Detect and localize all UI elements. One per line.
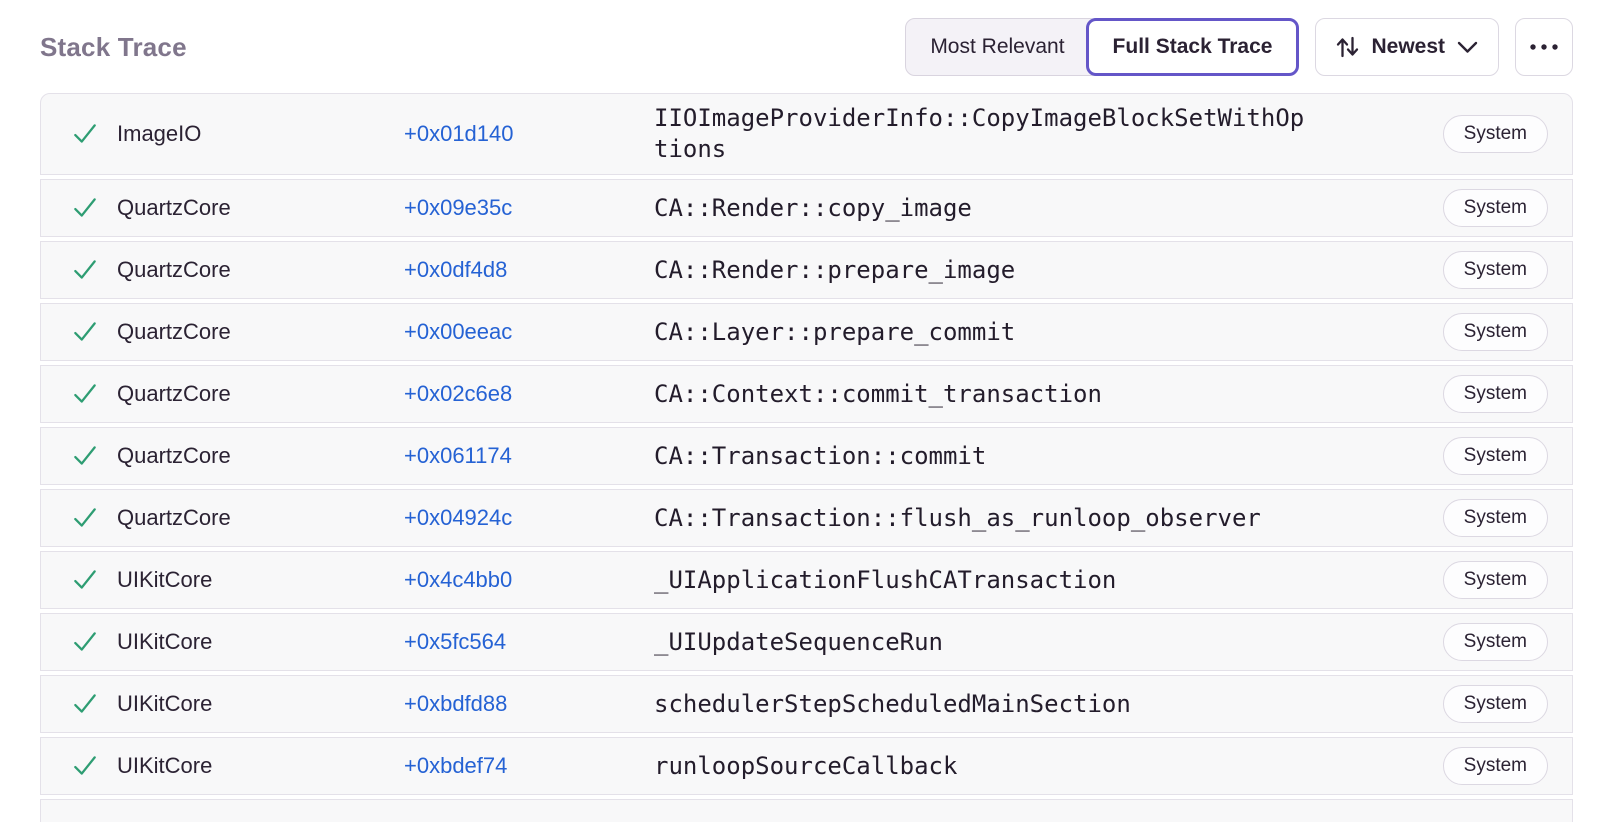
stack-frame-row[interactable]: ImageIO +0x01d140 IIOImageProviderInfo::… [40,93,1573,175]
stack-trace-panel: Stack Trace Most Relevant Full Stack Tra… [0,16,1614,822]
stack-frame-row[interactable]: QuartzCore +0x02c6e8 CA::Context::commit… [40,365,1573,423]
frame-address-link[interactable]: +0xbdef74 [404,753,508,778]
frame-module: QuartzCore [117,257,231,282]
frame-badge: System [1442,437,1548,475]
frame-function: CA::Layer::prepare_commit [654,317,1016,346]
toolbar-controls: Most Relevant Full Stack Trace Newest [905,18,1573,76]
more-options-button[interactable] [1515,18,1573,76]
chevron-down-icon [1457,41,1478,54]
most-relevant-button[interactable]: Most Relevant [905,18,1100,76]
frame-badge: System [1442,189,1548,227]
system-tag: System [1442,561,1548,599]
frame-module: QuartzCore [117,195,231,220]
frame-badge: System [1442,685,1548,723]
stack-trace-toolbar: Stack Trace Most Relevant Full Stack Tra… [40,16,1573,78]
sort-button-label: Newest [1371,35,1445,58]
frame-address-link[interactable]: +0x4c4bb0 [404,567,513,592]
frame-module: UIKitCore [117,567,213,592]
frame-badge: System [1442,561,1548,599]
frame-module: QuartzCore [117,443,231,468]
frame-function: runloopSourceCallback [654,751,958,780]
stack-frame-row[interactable]: UIKitCore +0x5fc564 _UIUpdateSequenceRun… [40,613,1573,671]
stack-frame-row[interactable]: UIKitCore +0xbdfd88 schedulerStepSchedul… [40,675,1573,733]
page-title: Stack Trace [40,31,187,62]
system-tag: System [1442,375,1548,413]
frame-address-link[interactable]: +0x0df4d8 [404,257,508,282]
stack-frame-row[interactable]: QuartzCore +0x061174 CA::Transaction::co… [40,427,1573,485]
frame-badge: System [1442,251,1548,289]
frame-address-link[interactable]: +0x00eeac [404,319,513,344]
stack-frame-row[interactable]: QuartzCore +0x09e35c CA::Render::copy_im… [40,179,1573,237]
system-tag: System [1442,189,1548,227]
frame-badge: System [1442,747,1548,785]
frame-function: CA::Context::commit_transaction [654,379,1102,408]
frame-address-link[interactable]: +0x061174 [404,443,512,468]
full-stack-trace-button[interactable]: Full Stack Trace [1085,18,1300,76]
frame-badge: System [1442,623,1548,661]
check-icon [71,504,99,532]
system-tag: System [1442,313,1548,351]
sort-arrows-icon [1336,35,1359,59]
check-icon [71,318,99,346]
frame-function: CA::Render::copy_image [654,193,972,222]
check-icon [71,256,99,284]
frame-address-link[interactable]: +0x02c6e8 [404,381,513,406]
system-tag: System [1442,437,1548,475]
frame-module: UIKitCore [117,753,213,778]
sort-button[interactable]: Newest [1315,18,1499,76]
frame-badge: System [1442,115,1548,153]
ellipsis-icon [1528,43,1560,51]
frame-badge: System [1442,313,1548,351]
frame-module: UIKitCore [117,691,213,716]
system-tag: System [1442,251,1548,289]
system-tag: System [1442,747,1548,785]
system-tag: System [1442,685,1548,723]
check-icon [71,690,99,718]
stack-frame-row[interactable]: QuartzCore +0x04924c CA::Transaction::fl… [40,489,1573,547]
check-icon [71,566,99,594]
frame-function: IIOImageProviderInfo::CopyImageBlockSetW… [654,104,1305,163]
stack-frame-row-clipped[interactable] [40,799,1573,822]
stack-frame-row[interactable]: UIKitCore +0x4c4bb0 _UIApplicationFlushC… [40,551,1573,609]
system-tag: System [1442,115,1548,153]
check-icon [71,442,99,470]
frame-address-link[interactable]: +0x04924c [404,505,513,530]
system-tag: System [1442,623,1548,661]
check-icon [71,194,99,222]
frame-module: UIKitCore [117,629,213,654]
stack-frame-row[interactable]: QuartzCore +0x0df4d8 CA::Render::prepare… [40,241,1573,299]
frame-badge: System [1442,375,1548,413]
frame-module: ImageIO [117,121,202,146]
frame-module: QuartzCore [117,505,231,530]
frame-badge: System [1442,499,1548,537]
frame-address-link[interactable]: +0x01d140 [404,121,514,146]
system-tag: System [1442,499,1548,537]
stack-frame-row[interactable]: QuartzCore +0x00eeac CA::Layer::prepare_… [40,303,1573,361]
frame-function: schedulerStepScheduledMainSection [654,689,1131,718]
frame-function: _UIApplicationFlushCATransaction [654,565,1117,594]
stack-trace-list: ImageIO +0x01d140 IIOImageProviderInfo::… [40,93,1573,795]
frame-function: CA::Render::prepare_image [654,255,1016,284]
frame-address-link[interactable]: +0x5fc564 [404,629,507,654]
stack-frame-row[interactable]: UIKitCore +0xbdef74 runloopSourceCallbac… [40,737,1573,795]
frame-function: _UIUpdateSequenceRun [654,627,943,656]
check-icon [71,380,99,408]
frame-module: QuartzCore [117,319,231,344]
frame-function: CA::Transaction::commit [654,441,987,470]
frame-module: QuartzCore [117,381,231,406]
frame-address-link[interactable]: +0x09e35c [404,195,513,220]
frame-address-link[interactable]: +0xbdfd88 [404,691,508,716]
check-icon [71,628,99,656]
frame-function: CA::Transaction::flush_as_runloop_observ… [654,503,1261,532]
view-toggle: Most Relevant Full Stack Trace [905,18,1300,76]
check-icon [71,752,99,780]
check-icon [71,120,99,148]
